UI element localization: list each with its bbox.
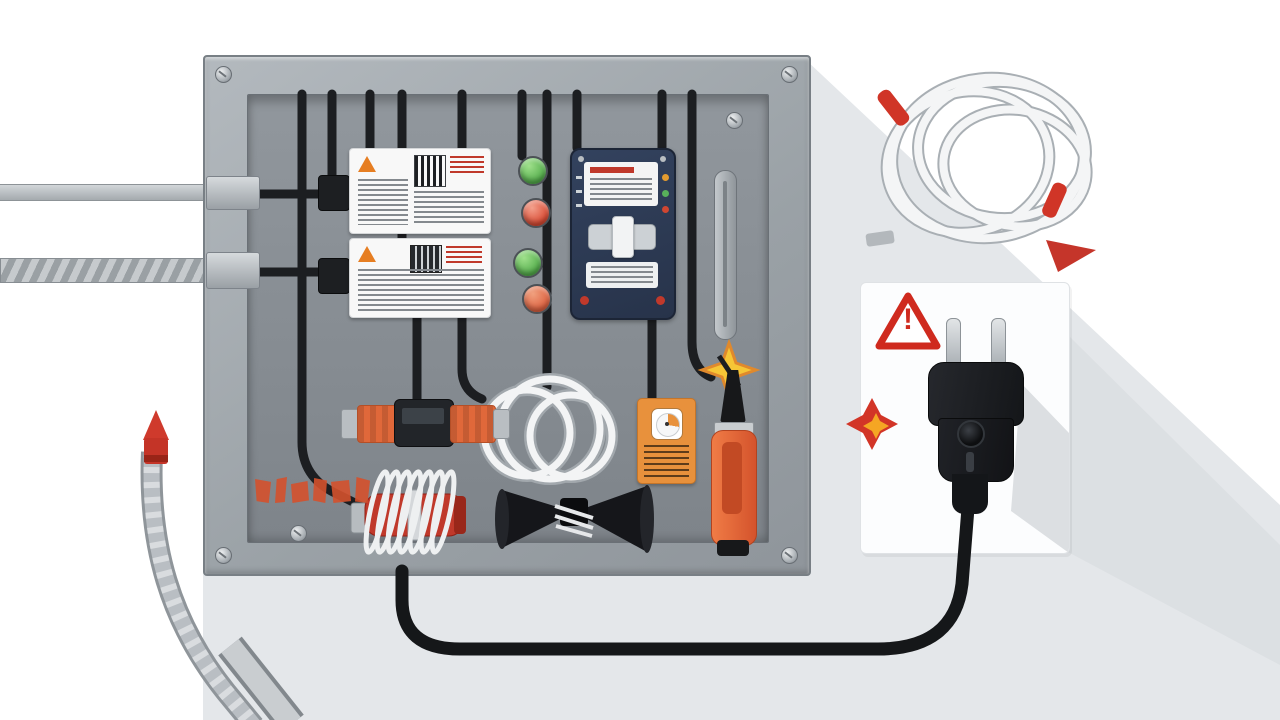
worn-orange-marking <box>255 477 377 503</box>
warning-triangle-icon <box>358 246 376 262</box>
orange-rating-card <box>637 398 696 484</box>
tester-cap <box>717 540 749 556</box>
wire-connector-bottom <box>206 252 260 289</box>
red-cable-tie <box>1042 182 1067 218</box>
label-red-text <box>446 246 482 264</box>
wire-connector-top <box>206 176 260 210</box>
panel-screw <box>215 547 232 564</box>
device-red-dot <box>656 296 665 305</box>
warning-triangle-icon <box>875 292 941 350</box>
device-switch-knob <box>612 216 634 258</box>
indicator-light-green <box>518 156 548 186</box>
tester-handle-grip <box>722 442 742 514</box>
barcode-block <box>414 155 446 187</box>
device-tick <box>576 190 582 193</box>
label-fine-print <box>414 191 484 225</box>
device-screw <box>578 156 584 162</box>
panel-screw-inner <box>726 112 743 129</box>
stencil-fragment <box>275 477 287 503</box>
device-red-dot <box>580 296 589 305</box>
stencil-fragment <box>355 477 370 503</box>
device-screw <box>660 156 666 162</box>
panel-screw <box>781 547 798 564</box>
breaker-body <box>318 258 350 294</box>
device-label <box>584 162 658 206</box>
breaker-label-card <box>349 148 491 234</box>
red-cable-tie <box>877 89 910 126</box>
warning-triangle-icon <box>358 156 376 172</box>
indicator-light-green <box>513 248 543 278</box>
red-wire-nut-band <box>144 455 168 462</box>
device-tick <box>576 204 582 207</box>
device-led-amber <box>662 174 669 181</box>
plug-socket-hole <box>957 420 985 448</box>
breaker-body <box>318 175 350 211</box>
device-led-red <box>662 206 669 213</box>
stencil-fragment <box>291 481 309 503</box>
label-fine-print <box>358 269 484 311</box>
red-wire-nut-tip <box>143 410 169 440</box>
stencil-fragment <box>331 480 351 503</box>
device-led-green <box>662 190 669 197</box>
plug-neck <box>952 474 988 514</box>
connector-nut <box>493 409 510 439</box>
device-tick <box>576 176 582 179</box>
plug-head <box>928 362 1024 426</box>
card-fine-print <box>644 445 689 477</box>
gauge-dial <box>651 408 683 440</box>
breaker-panel <box>203 55 811 576</box>
panel-handle-slot <box>714 170 737 340</box>
panel-screw-inner <box>290 525 307 542</box>
wall-wire-smooth <box>0 184 208 201</box>
breaker-label-card <box>349 238 491 318</box>
connector-collar-orange <box>450 405 496 443</box>
wall-wire-braided <box>0 258 210 283</box>
device-lower-fine-print <box>591 266 653 284</box>
handle-groove <box>723 181 727 327</box>
connector-collar-orange <box>357 405 399 443</box>
device-label-red-heading <box>590 167 634 173</box>
plug-slot <box>966 452 974 472</box>
stencil-fragment <box>313 478 327 503</box>
red-arrow-icon <box>1046 240 1096 272</box>
red-wire-nut <box>144 438 168 464</box>
stencil-fragment <box>255 479 271 503</box>
gauge-center-dot <box>665 422 669 426</box>
tester-tip <box>720 370 746 424</box>
device-label-fine-print <box>590 178 652 202</box>
panel-screw <box>215 66 232 83</box>
panel-screw <box>781 66 798 83</box>
label-red-text <box>450 156 484 176</box>
voltage-tester-tool <box>707 360 759 566</box>
label-fine-print <box>358 179 408 225</box>
warning-exclamation: ! <box>903 303 913 336</box>
tester-device <box>570 148 676 320</box>
indicator-light-orange <box>522 284 552 314</box>
connector-screen <box>402 408 444 424</box>
device-lower-label <box>586 262 658 288</box>
inline-cable-connector <box>341 399 510 447</box>
indicator-light-red <box>521 198 551 228</box>
